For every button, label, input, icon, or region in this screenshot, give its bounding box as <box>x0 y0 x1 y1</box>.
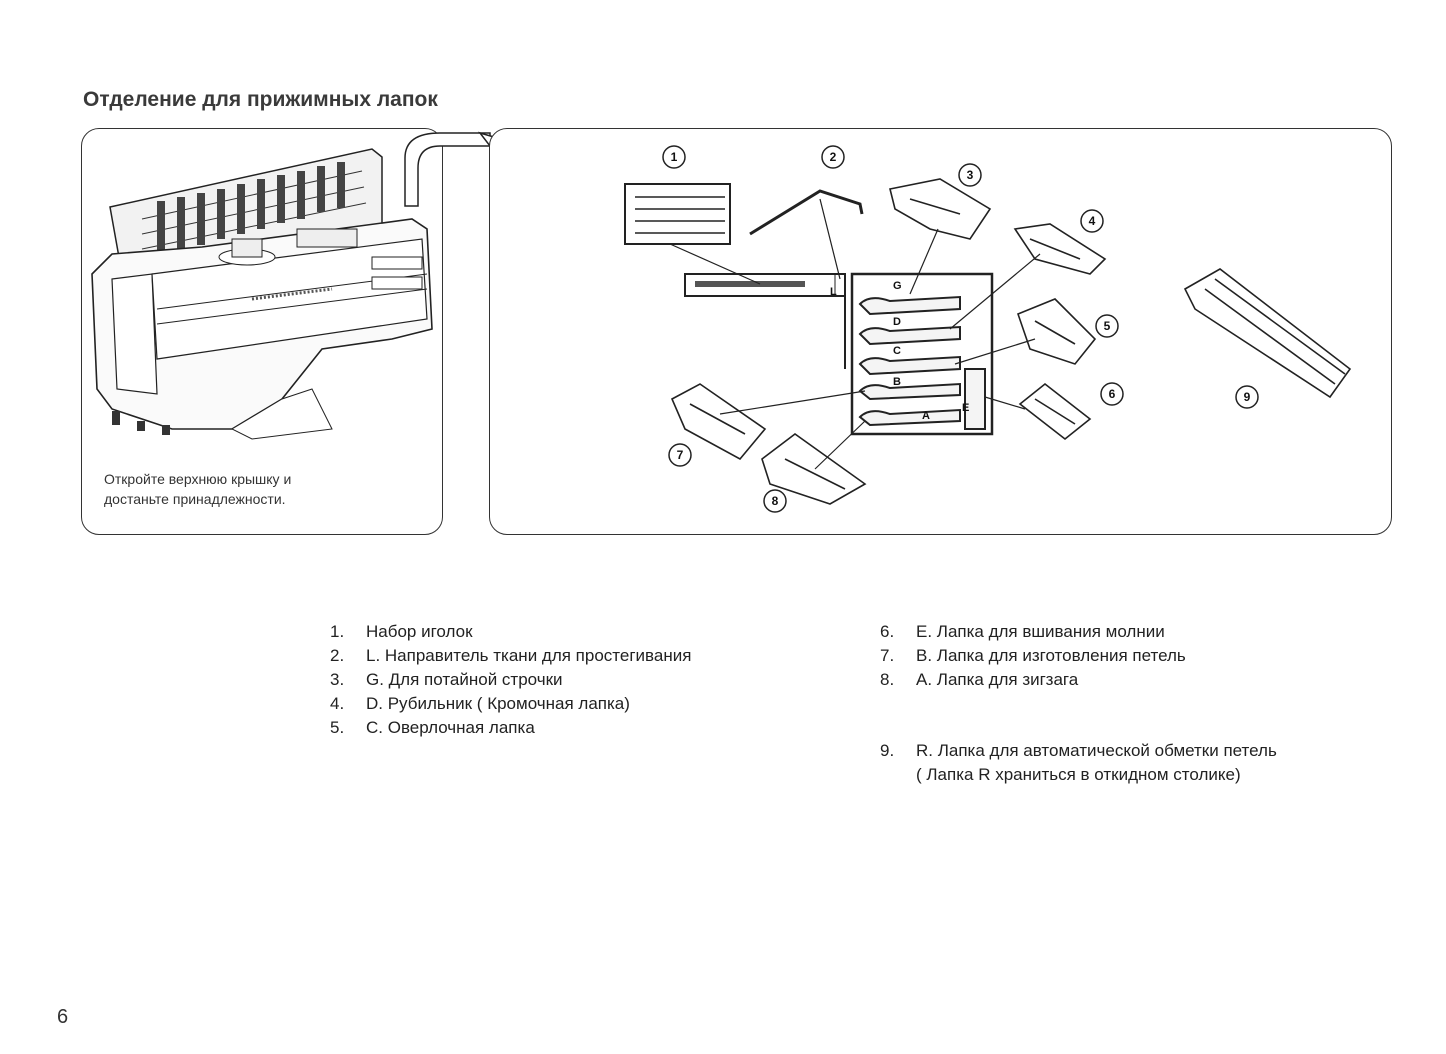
legend-item: 8. A. Лапка для зигзага <box>880 668 1277 692</box>
legend-num: 8. <box>880 670 895 689</box>
legend-num: 3. <box>330 670 345 689</box>
legend-num: 2. <box>330 646 345 665</box>
legend-item: 9. R. Лапка для автоматической обметки пе… <box>880 739 1277 763</box>
presser-foot-tray: G D C B A E L <box>830 272 994 436</box>
legend-right-column: 6. E. Лапка для вшивания молнии 7. B. Лапк… <box>880 620 1277 787</box>
callout-7: 7 <box>677 448 684 462</box>
foot-b <box>670 383 767 461</box>
legend-item: 1. Набор иголок <box>330 620 691 644</box>
legend-num: 9. <box>880 741 895 760</box>
callout-1: 1 <box>671 150 678 164</box>
legend-text: D. Рубильник ( Кромочная лапка) <box>366 694 630 713</box>
tray-letter-d: D <box>893 316 901 328</box>
legend-num: 1. <box>330 622 345 641</box>
needle-set <box>624 183 731 245</box>
tray-letter-e: E <box>962 402 969 414</box>
tray-letter-b: B <box>893 376 901 388</box>
legend-item: 7. B. Лапка для изготовления петель <box>880 644 1277 668</box>
page-title: Отделение для прижимных лапок <box>83 88 438 111</box>
legend-item: 3. G. Для потайной строчки <box>330 668 691 692</box>
callout-9: 9 <box>1244 390 1251 404</box>
foot-g <box>889 178 992 240</box>
legend-item: 2. L. Направитель ткани для простегивания <box>330 644 691 668</box>
legend-item: 4. D. Рубильник ( Кромочная лапка) <box>330 692 691 716</box>
legend-text: B. Лапка для изготовления петель <box>916 646 1186 665</box>
legend-left-column: 1. Набор иголок 2. L. Направитель ткани дл… <box>330 620 691 740</box>
tray-letter-g: G <box>893 280 902 292</box>
tray-letter-l: L <box>830 286 837 298</box>
accessories-diagram: G D C B A E L <box>624 145 1352 513</box>
callout-4: 4 <box>1089 214 1096 228</box>
legend-num: 6. <box>880 622 895 641</box>
caption-line-2: достаньте принадлежности. <box>104 491 286 507</box>
legend-num: 7. <box>880 646 895 665</box>
legend-item: 5. C. Оверлочная лапка <box>330 716 691 740</box>
legend-text: L. Направитель ткани для простегивания <box>366 646 692 665</box>
foot-c <box>1016 298 1097 365</box>
caption-line-1: Откройте верхнюю крышку и <box>104 471 292 487</box>
callout-8: 8 <box>772 494 779 508</box>
legend-text: G. Для потайной строчки <box>366 670 563 689</box>
legend-num: 4. <box>330 694 345 713</box>
legend-text: E. Лапка для вшивания молнии <box>916 622 1165 641</box>
tray-letter-c: C <box>893 345 901 357</box>
legend-item-9-note: ( Лапка R храниться в откидном столике) <box>916 765 1241 784</box>
callout-2: 2 <box>830 150 837 164</box>
legend-num: 5. <box>330 718 345 737</box>
callout-5: 5 <box>1104 319 1111 333</box>
foot-d <box>1013 223 1107 275</box>
open-lid-caption: Откройте верхнюю крышку и достаньте прин… <box>104 469 291 509</box>
legend-text: A. Лапка для зигзага <box>916 670 1079 689</box>
callout-3: 3 <box>967 168 974 182</box>
callout-6: 6 <box>1109 387 1116 401</box>
legend-text: Набор иголок <box>366 622 473 641</box>
legend-item: 6. E. Лапка для вшивания молнии <box>880 620 1277 644</box>
machine-illustration-panel: Откройте верхнюю крышку и достаньте прин… <box>81 128 443 535</box>
fabric-guide <box>749 189 864 236</box>
accessories-panel: G D C B A E L <box>489 128 1392 535</box>
sewing-machine-illustration <box>91 148 433 440</box>
legend-text: C. Оверлочная лапка <box>366 718 535 737</box>
page-number: 6 <box>57 1006 69 1028</box>
tray-letter-a: A <box>922 410 930 422</box>
legend-text: R. Лапка для автоматической обметки пете… <box>916 741 1277 760</box>
